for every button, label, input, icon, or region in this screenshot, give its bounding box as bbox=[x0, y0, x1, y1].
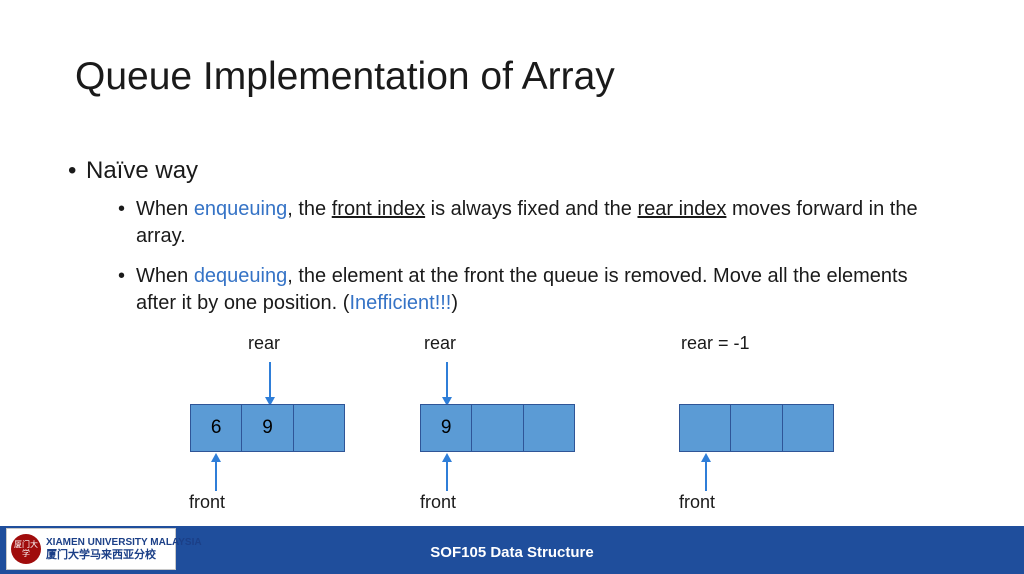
front-arrow-3 bbox=[701, 453, 711, 491]
text-mid1: , the element at the front the queue is … bbox=[136, 265, 908, 314]
front-label-3: front bbox=[679, 492, 716, 512]
bullet-dot: • bbox=[118, 265, 126, 287]
array-cell bbox=[472, 405, 524, 451]
bullet-enqueuing-text: When enqueuing, the front index is alway… bbox=[136, 196, 918, 250]
logo-text: XIAMEN UNIVERSITY MALAYSIA 厦门大学马来西亚分校 bbox=[46, 536, 202, 562]
front-label-2: front bbox=[420, 492, 457, 512]
rear-arrow-1 bbox=[265, 362, 275, 406]
text-mid1: , the bbox=[287, 198, 332, 220]
logo-text-cn: 厦门大学马来西亚分校 bbox=[46, 549, 156, 561]
front-label-1: front bbox=[189, 492, 226, 512]
logo-seal-icon: 厦门大学 bbox=[11, 534, 41, 564]
footer-bar: SOF105 Data Structure 厦门大学 XIAMEN UNIVER… bbox=[0, 526, 1024, 574]
array-cell bbox=[523, 405, 574, 451]
text-post: ) bbox=[451, 292, 459, 314]
array-cell: 9 bbox=[421, 405, 473, 451]
underline-rear-index: rear index bbox=[637, 198, 727, 220]
rear-arrow-2 bbox=[442, 362, 452, 406]
array-1: 6 9 bbox=[190, 404, 345, 452]
footer-title: SOF105 Data Structure bbox=[430, 544, 594, 561]
emphasis-inefficient: Inefficient!!! bbox=[349, 292, 452, 314]
text-mid2: is always fixed and the bbox=[425, 198, 638, 220]
rear-label-3: rear = -1 bbox=[681, 333, 750, 353]
bullet-level1: • Naïve way bbox=[68, 157, 198, 185]
text-pre: When bbox=[136, 265, 194, 287]
bullet-enqueuing: • When enqueuing, the front index is alw… bbox=[118, 196, 918, 250]
rear-label-2: rear bbox=[424, 333, 457, 353]
bullet-dequeuing-text: When dequeuing, the element at the front… bbox=[136, 263, 918, 317]
underline-front-index: front index bbox=[331, 198, 426, 220]
array-cell bbox=[680, 405, 732, 451]
bullet-dot: • bbox=[68, 157, 77, 184]
array-cell: 6 bbox=[191, 405, 243, 451]
array-3 bbox=[679, 404, 834, 452]
array-cell: 9 bbox=[242, 405, 294, 451]
array-cell bbox=[293, 405, 344, 451]
page-title: Queue Implementation of Array bbox=[75, 55, 615, 98]
array-2: 9 bbox=[420, 404, 575, 452]
front-arrow-2 bbox=[442, 453, 452, 491]
array-cell bbox=[782, 405, 833, 451]
front-arrow-1 bbox=[211, 453, 221, 491]
keyword-dequeuing: dequeuing bbox=[193, 265, 288, 287]
text-pre: When bbox=[136, 198, 194, 220]
bullet-dequeuing: • When dequeuing, the element at the fro… bbox=[118, 263, 918, 317]
array-cell bbox=[731, 405, 783, 451]
logo-text-en: XIAMEN UNIVERSITY MALAYSIA bbox=[46, 537, 202, 548]
bullet-level1-label: Naïve way bbox=[86, 157, 199, 184]
rear-label-1: rear bbox=[248, 333, 281, 353]
text-post: moves forward in the array. bbox=[136, 198, 918, 247]
bullet-dot: • bbox=[118, 198, 126, 220]
university-logo: 厦门大学 XIAMEN UNIVERSITY MALAYSIA 厦门大学马来西亚… bbox=[6, 528, 202, 570]
keyword-enqueuing: enqueuing bbox=[193, 198, 288, 220]
